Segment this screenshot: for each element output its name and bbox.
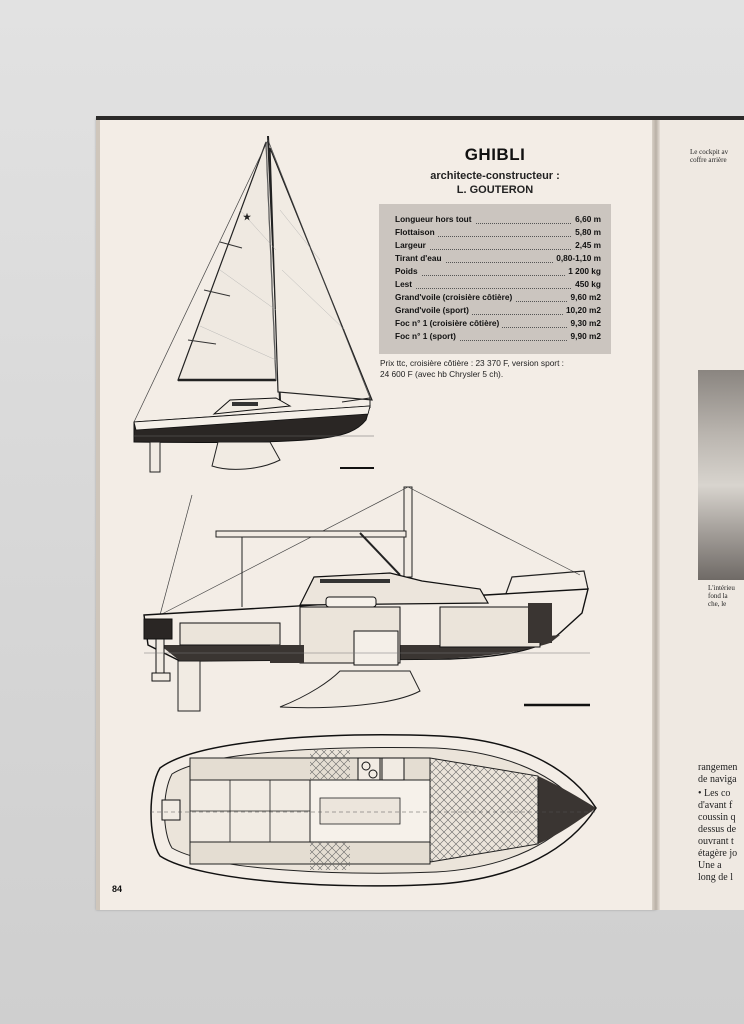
spec-label: Largeur — [395, 240, 429, 250]
spec-label: Foc n° 1 (croisière côtière) — [395, 318, 503, 328]
spec-row: Tirant d'eau 0,80-1,10 m — [395, 253, 601, 266]
price-line: Prix ttc, croisière côtière : 23 370 F, … — [380, 358, 564, 368]
spec-value: 2,45 m — [572, 240, 601, 250]
spec-row: Longueur hors tout 6,60 m — [395, 214, 601, 227]
right-caption-top: Le cockpit av — [690, 148, 729, 156]
svg-text:⋆: ⋆ — [242, 209, 252, 226]
right-body-line: Une a — [698, 860, 722, 871]
spec-label: Flottaison — [395, 227, 438, 237]
spec-label: Tirant d'eau — [395, 253, 445, 263]
spec-label: Longueur hors tout — [395, 214, 475, 224]
photo-caption: fond la — [708, 592, 728, 600]
spec-value: 9,60 m2 — [567, 292, 601, 302]
right-body-line: étagère jo — [698, 848, 738, 859]
right-caption-top: coffre arrière — [690, 156, 727, 164]
deck-plan-drawing — [150, 734, 597, 887]
spec-value: 1 200 kg — [565, 266, 601, 276]
sail-plan-drawing: ⋆ — [133, 135, 374, 473]
right-body-line: d'avant f — [698, 800, 733, 811]
architect-label: architecte-constructeur : — [430, 170, 560, 182]
right-body-line: de naviga — [698, 774, 737, 785]
price-line: 24 600 F (avec hb Chrysler 5 ch). — [380, 369, 504, 379]
page-top-edge — [96, 116, 744, 120]
spec-value: 5,80 m — [572, 227, 601, 237]
spec-label: Poids — [395, 266, 421, 276]
spec-label: Lest — [395, 279, 416, 289]
spec-row: Largeur 2,45 m — [395, 240, 601, 253]
right-body-line: dessus de — [698, 824, 737, 835]
spec-row: Flottaison 5,80 m — [395, 227, 601, 240]
spec-label: Grand'voile (croisière côtière) — [395, 292, 516, 302]
spec-value: 9,30 m2 — [567, 318, 601, 328]
spec-value: 0,80-1,10 m — [553, 253, 601, 263]
spec-row: Foc n° 1 (croisière côtière) 9,30 m2 — [395, 318, 601, 331]
spec-row: Lest 450 kg — [395, 279, 601, 292]
page-edge — [96, 118, 100, 910]
specifications-box: Longueur hors tout 6,60 m Flottaison 5,80 … — [379, 204, 611, 354]
spec-row: Grand'voile (sport) 10,20 m2 — [395, 305, 601, 318]
right-body-line: coussin q — [698, 812, 736, 823]
spec-value: 450 kg — [572, 279, 601, 289]
photo-caption: che, le — [708, 600, 727, 608]
right-body-line: ouvrant t — [698, 836, 734, 847]
boat-title: GHIBLI — [464, 145, 526, 164]
spec-value: 9,90 m2 — [567, 331, 601, 341]
page-gutter — [652, 118, 660, 910]
right-body-line: rangemen — [698, 762, 738, 773]
photo-caption: L'intérieu — [708, 584, 735, 592]
right-body-line: • Les co — [698, 788, 731, 799]
page-number: 84 — [112, 884, 123, 894]
spec-label: Grand'voile (sport) — [395, 305, 472, 315]
profile-cutaway-drawing — [143, 486, 590, 712]
spec-label: Foc n° 1 (sport) — [395, 331, 459, 341]
architect-name: L. GOUTERON — [456, 184, 534, 196]
price-note: Prix ttc, croisière côtière : 23 370 F, … — [380, 358, 620, 380]
right-body-line: long de l — [698, 872, 733, 883]
spec-row: Grand'voile (croisière côtière) 9,60 m2 — [395, 292, 601, 305]
spec-value: 10,20 m2 — [562, 305, 601, 315]
spec-value: 6,60 m — [572, 214, 601, 224]
interior-photo — [698, 370, 744, 580]
spec-row: Foc n° 1 (sport) 9,90 m2 — [395, 331, 601, 344]
spec-row: Poids 1 200 kg — [395, 266, 601, 279]
